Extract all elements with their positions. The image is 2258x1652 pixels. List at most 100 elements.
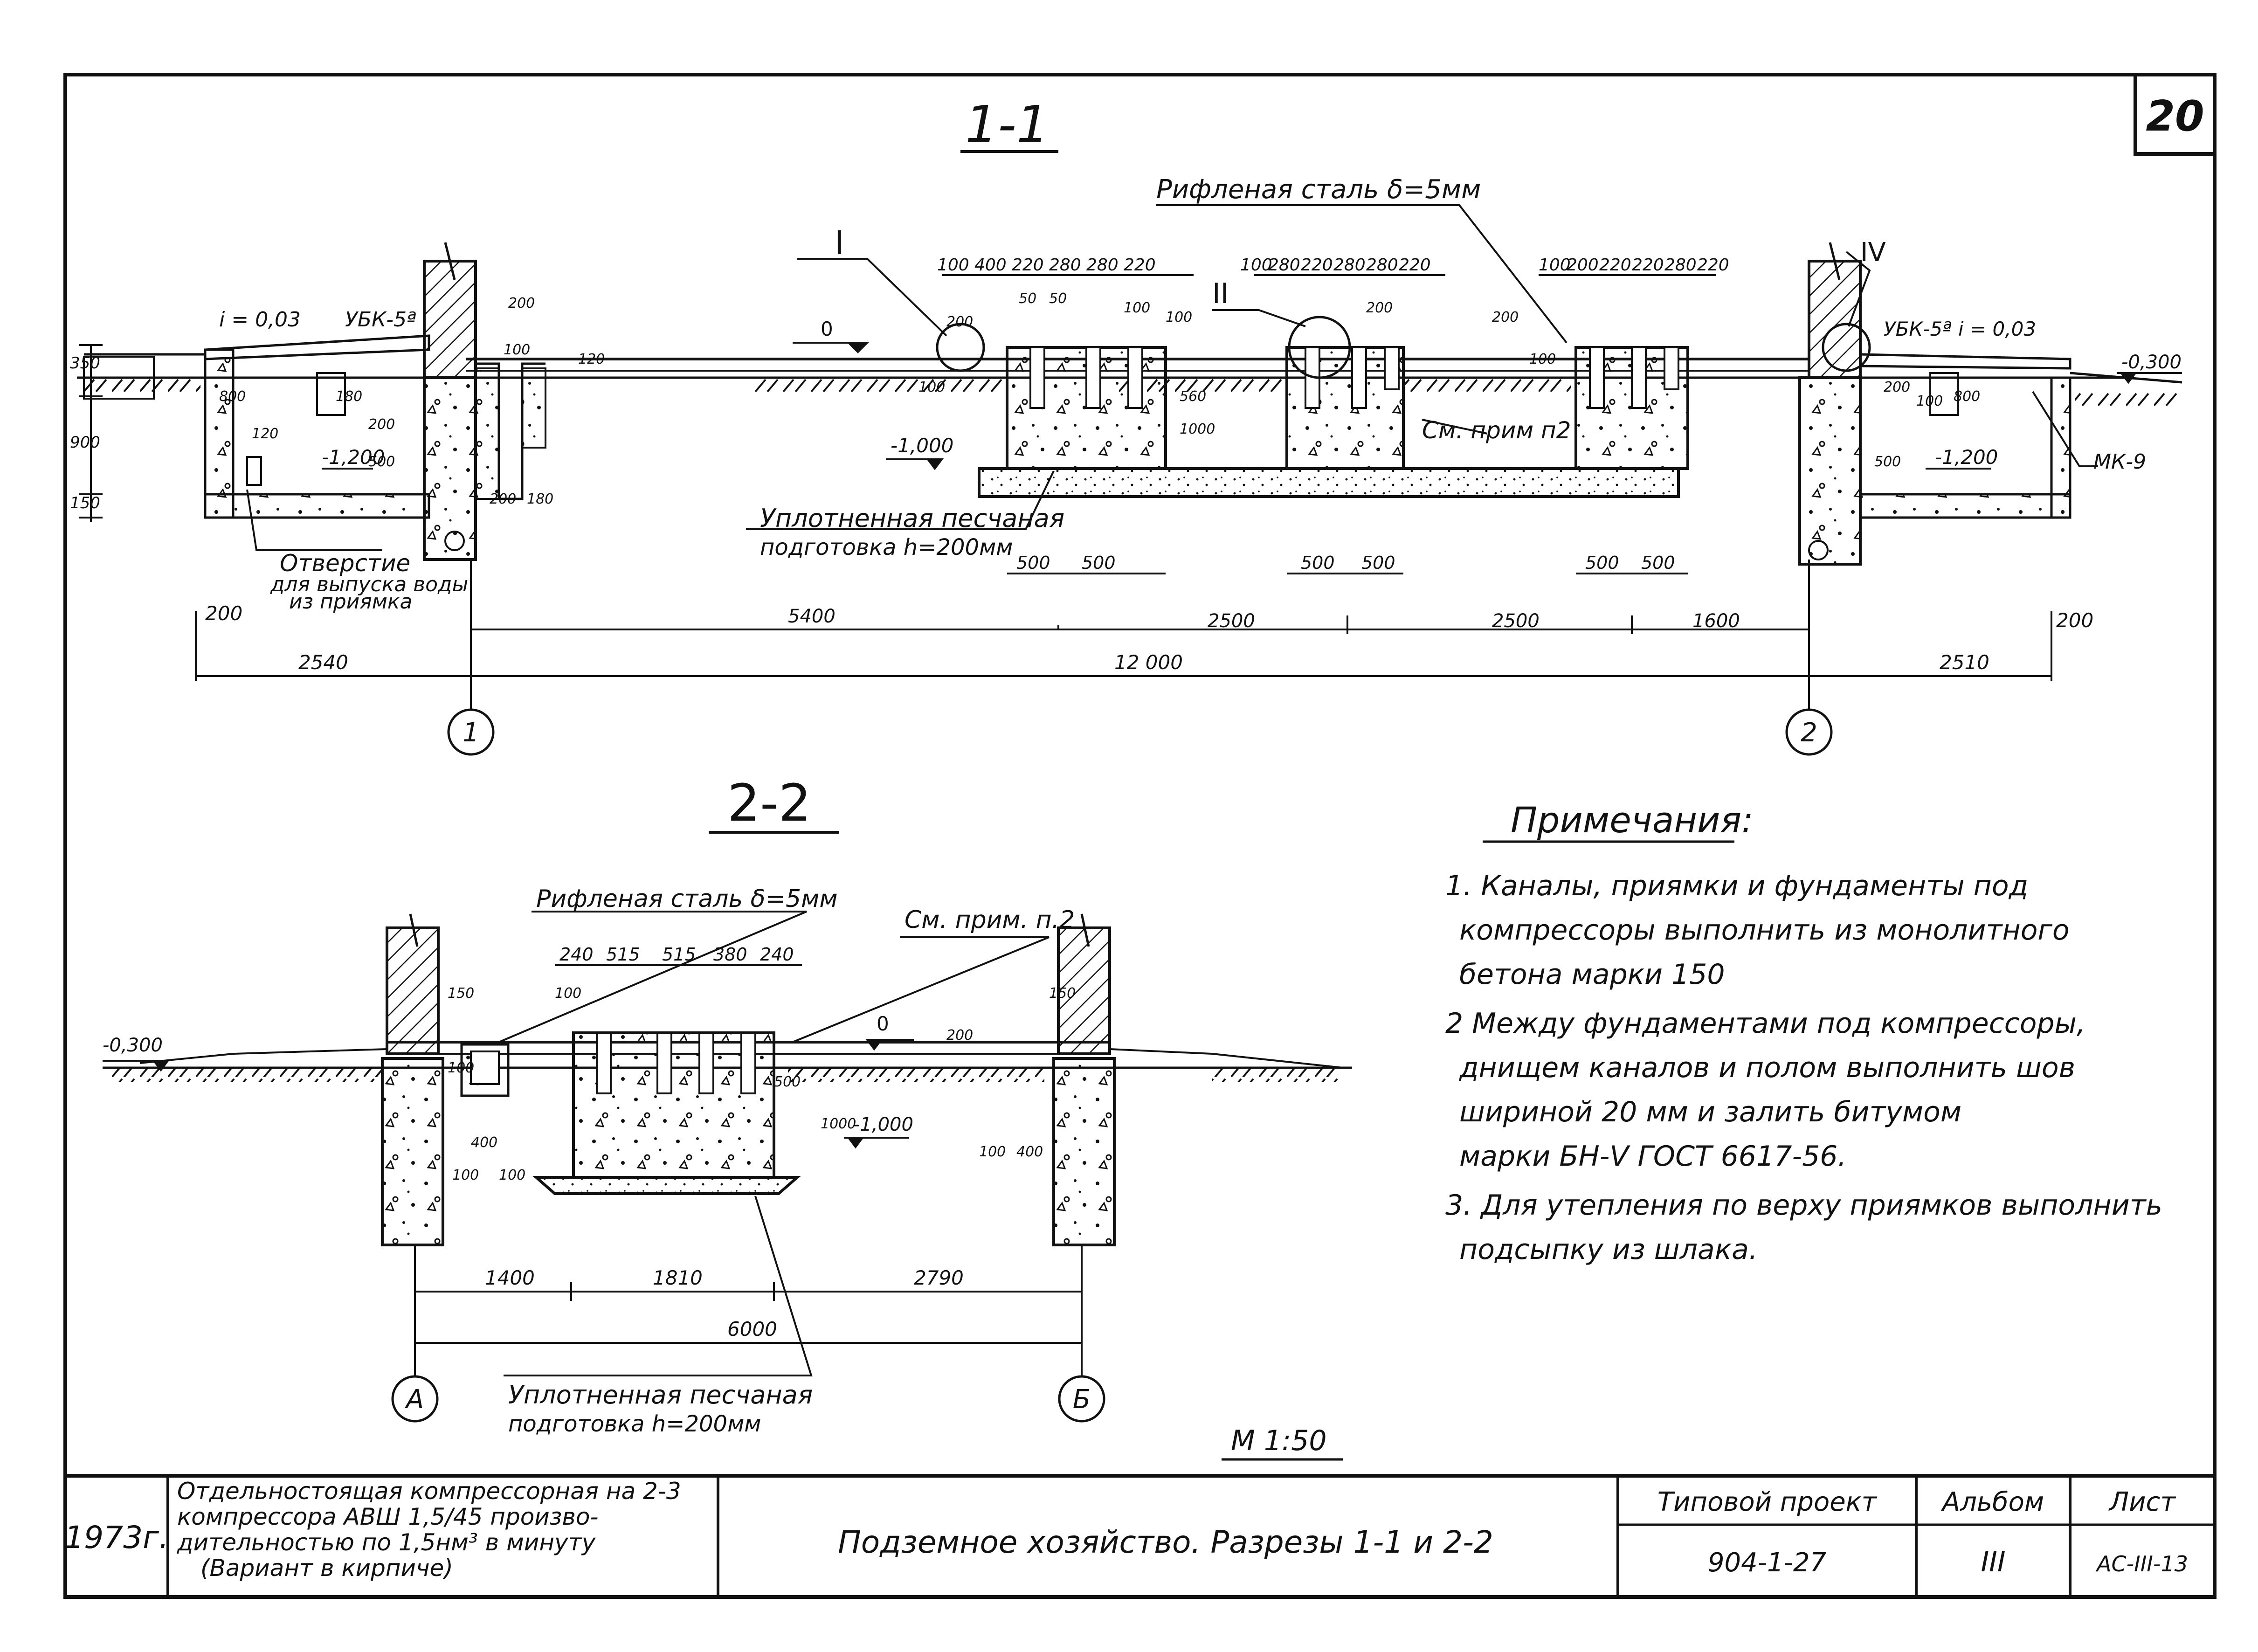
axis-a-label: А <box>405 1384 424 1415</box>
callout-hole-2: для выпуска воды <box>270 573 468 596</box>
axis-b-bubble <box>1058 1375 1105 1423</box>
tb-sheet-code: АС-III-13 <box>2095 1551 2188 1576</box>
left-side-dims: 350 900 150 <box>70 354 100 512</box>
level-m0300-2: -0,300 <box>103 1035 163 1056</box>
svg-text:400: 400 <box>1016 1144 1043 1160</box>
top-dims-3: 100 200 220 220 280 220 <box>1539 256 1729 275</box>
left-hole <box>246 456 262 486</box>
bolt-well-4 <box>740 1032 756 1094</box>
svg-text:350: 350 <box>70 354 100 373</box>
svg-text:280: 280 <box>1333 256 1366 275</box>
bolt-well-2 <box>656 1032 672 1094</box>
svg-text:515: 515 <box>606 944 640 965</box>
svg-text:100: 100 <box>1124 300 1150 316</box>
svg-text:800: 800 <box>219 388 246 405</box>
section-1-1-title: 1-1 <box>965 95 1049 154</box>
svg-text:220: 220 <box>1697 256 1729 275</box>
wall-footing-left <box>423 376 477 561</box>
slope-2-left <box>139 1048 387 1064</box>
callout-slope-right: i = 0,03 <box>1958 318 2036 340</box>
note-line-2: компрессоры выполнить из монолитного <box>1459 914 2070 947</box>
bolt-well-3 <box>698 1032 714 1094</box>
svg-text:2540: 2540 <box>298 651 348 674</box>
callout-sand-1: Уплотненная песчаная <box>760 504 1064 533</box>
tb-desc-2: компрессора АВШ 1,5/45 произво- <box>177 1503 599 1530</box>
svg-text:1600: 1600 <box>1692 610 1740 632</box>
svg-text:1000: 1000 <box>821 1116 856 1132</box>
svg-text:280: 280 <box>1664 256 1697 275</box>
svg-text:280: 280 <box>1268 256 1300 275</box>
svg-text:1400: 1400 <box>485 1266 535 1289</box>
section-1-1: 1-1 <box>70 95 2182 756</box>
svg-text:500: 500 <box>1082 553 1116 573</box>
svg-text:200: 200 <box>946 1027 973 1044</box>
svg-text:2790: 2790 <box>914 1266 964 1289</box>
axis-2-label: 2 <box>1801 718 1817 748</box>
small-dims-2: 150 100 100 400 100 100 500 1000 200 150… <box>448 985 1076 1183</box>
svg-text:50: 50 <box>1049 290 1067 307</box>
axis-1-bubble <box>447 708 495 756</box>
tb-year: 1973г. <box>64 1520 169 1555</box>
svg-text:220: 220 <box>1399 256 1431 275</box>
svg-text:280: 280 <box>1049 256 1081 275</box>
dimension-lines-1 <box>79 274 2052 718</box>
svg-text:200: 200 <box>1884 379 1910 395</box>
note-line-4: 2 Между фундаментами под компрессоры, <box>1445 1007 2085 1040</box>
svg-text:200: 200 <box>205 602 242 625</box>
leader-lines-2 <box>498 911 1050 1376</box>
title-block: 1973г. Отдельностоящая компрессорная на … <box>63 1474 2217 1599</box>
svg-text:800: 800 <box>1954 388 1980 405</box>
left-pit-sump <box>316 372 346 416</box>
tb-sheet-label: Лист <box>2108 1487 2176 1517</box>
callout-steel-1: Рифленая сталь δ=5мм <box>1156 174 1481 205</box>
level-m1200-right: -1,200 <box>1935 446 1998 469</box>
svg-text:280: 280 <box>1366 256 1398 275</box>
axis-a-bubble <box>391 1375 439 1423</box>
right-pit-body <box>1859 493 2072 519</box>
ground-hatch-mid3 <box>1403 379 1571 393</box>
brick-wall-a <box>386 926 440 1055</box>
tb-project-number: 904-1-27 <box>1708 1548 1827 1578</box>
svg-text:100: 100 <box>1166 309 1192 325</box>
level-m0300-1: -0,300 <box>2121 352 2182 373</box>
leader-lines-1 <box>246 204 2098 551</box>
footing-a <box>381 1057 444 1246</box>
overall-dims-1: 2540 12 000 2510 200 200 <box>205 602 2093 674</box>
channel-2-inner <box>470 1051 500 1085</box>
level-m1000-2: -1,000 <box>853 1114 913 1135</box>
axis-2-bubble <box>1785 708 1833 756</box>
right-pit-lid <box>1859 353 2072 370</box>
svg-text:500: 500 <box>1585 553 1619 573</box>
svg-text:220: 220 <box>1632 256 1664 275</box>
svg-text:2500: 2500 <box>1492 610 1540 632</box>
svg-text:500: 500 <box>1301 553 1335 573</box>
ground-hatch-2b <box>788 1069 1044 1082</box>
left-pit-lid <box>204 334 430 360</box>
callout-node-iv: IV <box>1860 237 1886 268</box>
svg-text:500: 500 <box>368 454 395 470</box>
svg-text:100: 100 <box>1529 351 1556 367</box>
left-pit-bottom <box>204 493 430 519</box>
svg-text:100: 100 <box>504 342 530 358</box>
svg-text:2510: 2510 <box>1940 651 1989 674</box>
callout-hole-1: Отверстие <box>280 550 410 577</box>
svg-text:100: 100 <box>979 1144 1006 1160</box>
chain-dims-2: 1400 1810 2790 <box>485 1266 964 1289</box>
svg-text:200: 200 <box>2056 609 2093 632</box>
detail-circle-i <box>936 323 985 372</box>
svg-text:100: 100 <box>1539 256 1571 275</box>
svg-text:200: 200 <box>1567 256 1599 275</box>
note-line-8: 3. Для утепления по верху приямков выпол… <box>1445 1189 2162 1222</box>
foot-dims: 500 500 500 500 500 500 <box>1016 553 1675 573</box>
callout-see-note-1: См. прим п2 <box>1422 417 1571 444</box>
callout-mk: МК-9 <box>2093 450 2146 474</box>
brick-wall-a-break <box>409 913 419 947</box>
ground-hatch-2c <box>1212 1069 1343 1082</box>
callout-see-note-2: См. прим. п.2 <box>905 906 1075 934</box>
foundation-3 <box>1574 346 1689 470</box>
scale-label: М 1:50 <box>1231 1424 1327 1457</box>
notes-title: Примечания: <box>1511 799 1754 841</box>
level-markers-1 <box>322 342 2182 470</box>
svg-text:380: 380 <box>713 944 747 965</box>
section-2-2-title: 2-2 <box>727 773 811 833</box>
